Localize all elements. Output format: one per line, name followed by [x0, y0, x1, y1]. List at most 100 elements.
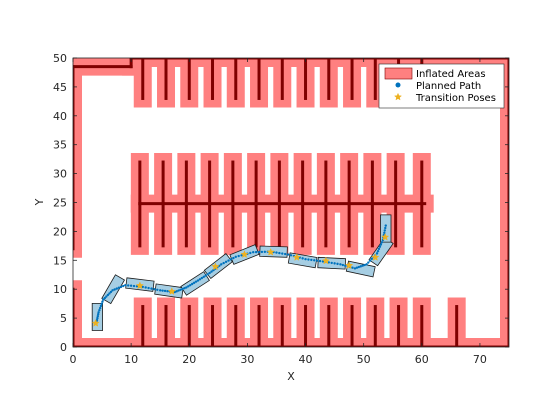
path-point [117, 286, 121, 289]
path-point [190, 282, 194, 286]
y-tick-label: 25 [53, 197, 67, 210]
path-point [260, 250, 264, 254]
path-point [204, 274, 207, 277]
path-point [115, 287, 118, 290]
path-point [286, 253, 290, 256]
transition-poses-layer [91, 232, 390, 327]
path-point [252, 251, 255, 254]
path-point [156, 288, 159, 291]
path-point [153, 288, 156, 291]
x-tick-label: 50 [357, 353, 371, 366]
path-point [175, 290, 178, 293]
transition-pose-marker [321, 256, 330, 265]
path-point [237, 254, 240, 258]
transition-pose-marker [211, 262, 220, 271]
path-point [341, 263, 345, 267]
path-point [344, 264, 347, 267]
transition-pose-marker [167, 287, 176, 295]
path-point [210, 270, 213, 273]
path-point [181, 287, 184, 291]
path-point [113, 288, 116, 291]
path-point [95, 318, 99, 322]
x-tick-label: 20 [182, 353, 196, 366]
y-tick-label: 50 [53, 52, 67, 65]
legend-pose-star [393, 92, 403, 101]
path-point [144, 286, 147, 289]
y-tick-label: 20 [53, 225, 67, 238]
transition-pose-marker [345, 261, 354, 269]
path-point [333, 262, 336, 265]
path-point [318, 259, 322, 263]
x-tick-label: 0 [70, 353, 77, 366]
y-tick-label: 40 [53, 110, 67, 123]
path-point [166, 290, 169, 293]
path-point [208, 271, 211, 275]
y-tick-label: 45 [53, 81, 67, 94]
path-point [185, 286, 188, 289]
path-point [132, 284, 136, 288]
path-point [220, 263, 223, 266]
x-tick-label: 10 [124, 353, 138, 366]
path-point [183, 287, 186, 290]
path-point [109, 290, 113, 294]
path-point [103, 296, 106, 300]
path-point [307, 258, 310, 261]
path-point [240, 254, 243, 257]
path-point [227, 259, 230, 262]
path-point [124, 283, 127, 287]
path-point [222, 261, 225, 265]
path-point [234, 255, 237, 259]
path-point [363, 263, 366, 267]
path-point [96, 316, 99, 320]
path-point [100, 302, 103, 306]
path-point [202, 275, 205, 278]
path-point [189, 283, 192, 287]
path-point [194, 280, 198, 283]
path-point [98, 306, 102, 310]
path-point [119, 285, 123, 289]
path-point [105, 295, 108, 298]
path-point [353, 267, 357, 270]
path-point [376, 249, 380, 253]
path-point [97, 311, 100, 314]
vehicle-footprint [345, 260, 376, 278]
path-point [281, 252, 284, 255]
path-point [336, 262, 339, 266]
path-point [370, 257, 374, 261]
path-point [361, 264, 364, 267]
y-tick-label: 10 [53, 283, 67, 296]
path-point [218, 264, 221, 267]
path-point [330, 261, 333, 265]
legend-marker-transition-poses [393, 92, 403, 101]
path-point [327, 261, 330, 264]
legend: Inflated Areas Planned Path Transition P… [378, 63, 505, 109]
path-point [254, 250, 258, 254]
path-point [229, 258, 233, 261]
path-point [380, 241, 384, 244]
path-point [313, 259, 316, 262]
path-point [161, 289, 164, 292]
path-point [355, 266, 359, 269]
path-point [206, 273, 209, 276]
path-point [192, 281, 196, 285]
path-point [377, 247, 381, 251]
y-axis-label: Y [33, 198, 46, 206]
path-point [351, 266, 354, 269]
path-point [99, 304, 103, 308]
legend-label-inflated-areas: Inflated Areas [416, 69, 486, 80]
path-point [379, 243, 383, 246]
legend-label-transition-poses: Transition Poses [415, 93, 496, 104]
path-point [365, 263, 368, 266]
path-point [106, 293, 110, 297]
path-point [368, 259, 372, 262]
legend-swatch-inflated [384, 67, 413, 80]
path-point [232, 256, 235, 260]
legend-path-dot [395, 82, 401, 88]
y-tick-label: 30 [53, 168, 67, 181]
path-point [283, 252, 287, 256]
x-tick-label: 70 [473, 353, 487, 366]
path-point [301, 257, 304, 260]
path-point [383, 229, 386, 232]
path-point [196, 279, 200, 282]
